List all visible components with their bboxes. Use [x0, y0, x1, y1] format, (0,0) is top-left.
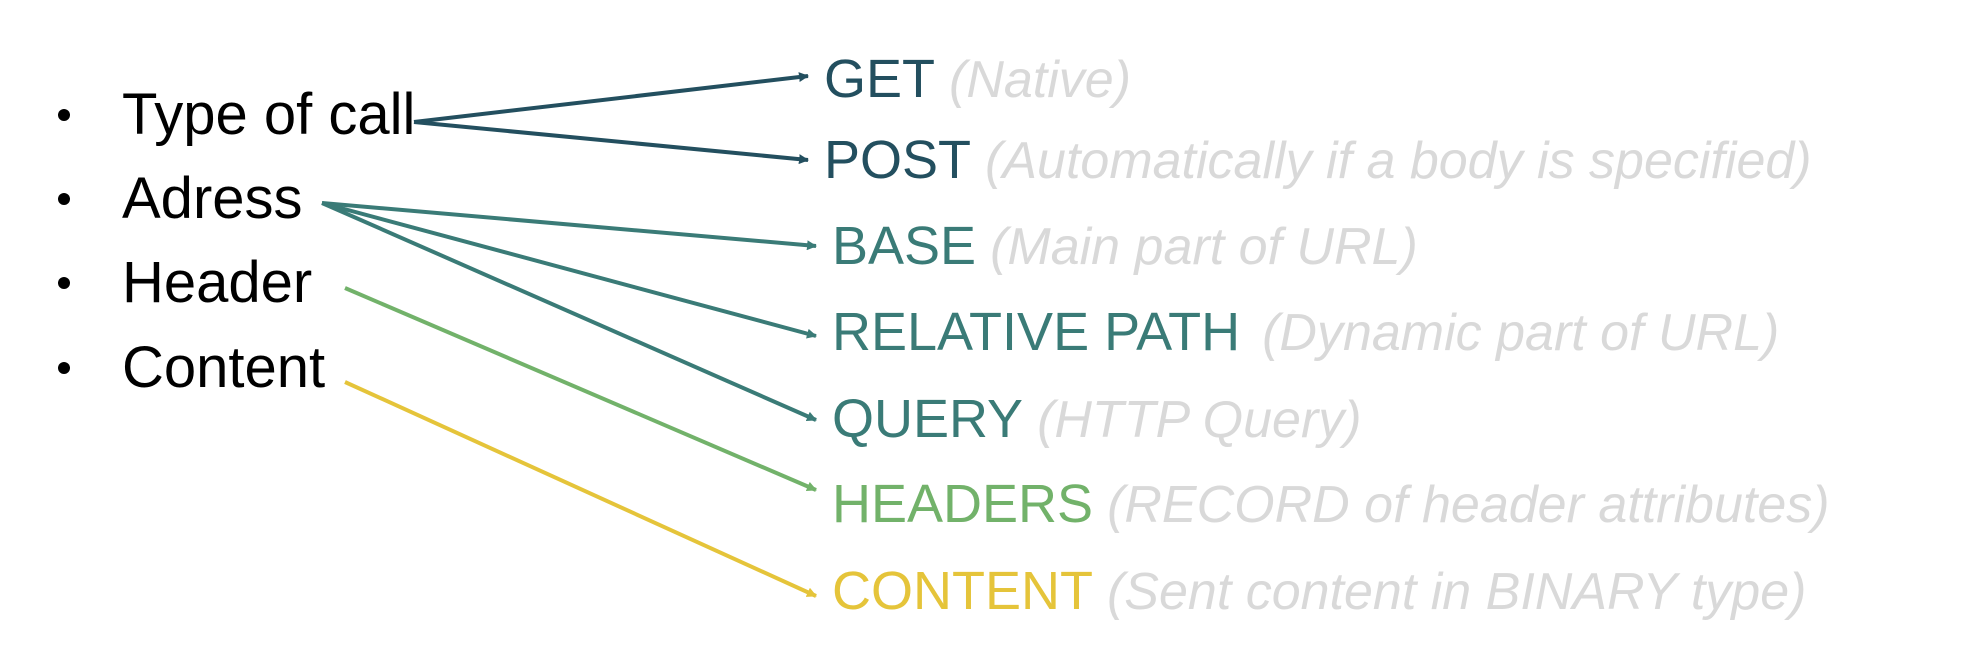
target-note: (HTTP Query)	[1037, 391, 1362, 449]
target-term: QUERY	[832, 389, 1024, 449]
target-post: POST (Automatically if a body is specifi…	[824, 133, 1812, 187]
bullet-dot-icon	[58, 193, 70, 205]
arrow-content-to-content	[344, 380, 817, 598]
target-term: POST	[824, 130, 972, 190]
target-note: (Sent content in BINARY type)	[1106, 563, 1807, 621]
target-note: (Native)	[949, 51, 1132, 109]
bullet-header: Header	[58, 254, 312, 312]
bullet-label: Content	[122, 335, 326, 400]
target-query: QUERY (HTTP Query)	[832, 392, 1362, 446]
target-note: (Automatically if a body is specified)	[985, 132, 1812, 190]
target-note: (Main part of URL)	[990, 218, 1418, 276]
bullet-content: Content	[58, 339, 325, 397]
bullet-label: Type of call	[122, 82, 416, 147]
bullet-dot-icon	[58, 277, 70, 289]
target-term: GET	[824, 49, 936, 109]
target-base: BASE (Main part of URL)	[832, 219, 1418, 273]
arrow-adress-to-query	[321, 201, 817, 422]
bullet-dot-icon	[58, 362, 70, 374]
arrow-header-to-headers	[344, 286, 817, 492]
target-term: HEADERS	[832, 474, 1094, 534]
bullet-label: Adress	[122, 166, 303, 231]
bullet-adress: Adress	[58, 170, 303, 228]
bullet-type-of-call: Type of call	[58, 86, 415, 144]
target-content: CONTENT (Sent content in BINARY type)	[832, 564, 1806, 618]
target-term: RELATIVE PATH	[832, 302, 1241, 362]
target-note: (RECORD of header attributes)	[1107, 476, 1830, 534]
target-note: (Dynamic part of URL)	[1262, 304, 1780, 362]
arrow-type-to-post	[413, 120, 809, 165]
target-relative-path: RELATIVE PATH (Dynamic part of URL)	[832, 305, 1779, 359]
arrow-adress-to-relative-path	[321, 201, 817, 339]
target-get: GET (Native)	[824, 52, 1131, 106]
target-term: BASE	[832, 216, 977, 276]
arrow-type-to-get	[413, 72, 809, 124]
target-headers: HEADERS (RECORD of header attributes)	[832, 477, 1830, 531]
arrow-adress-to-base	[321, 201, 817, 251]
bullet-list: Type of call Adress Header Content	[0, 0, 420, 420]
target-term: CONTENT	[832, 561, 1093, 621]
bullet-label: Header	[122, 250, 313, 315]
bullet-dot-icon	[58, 109, 70, 121]
